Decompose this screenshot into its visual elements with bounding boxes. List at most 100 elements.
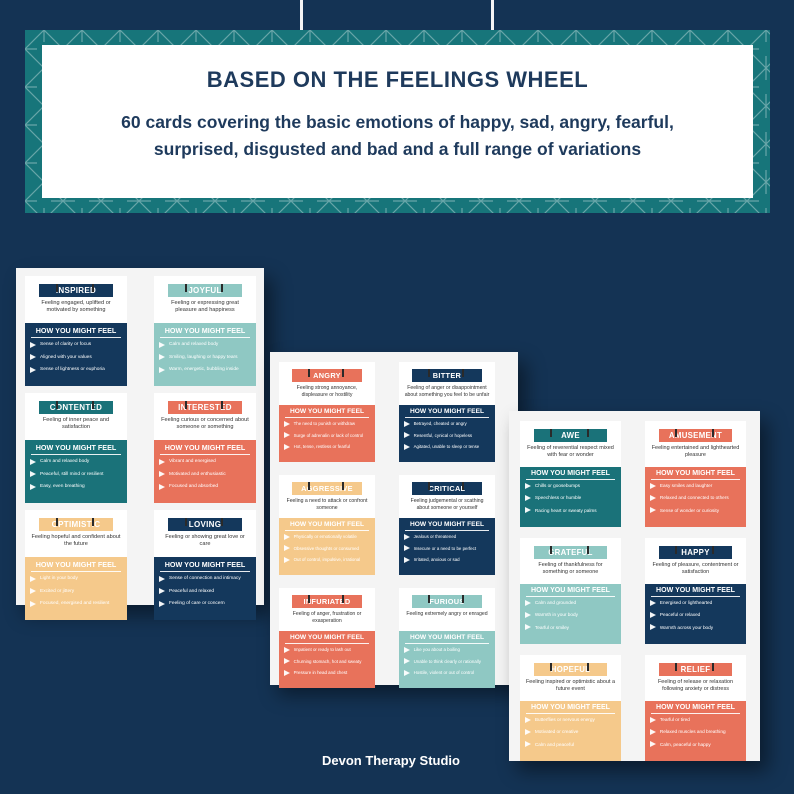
feeling-text: Surge of adrenalin or lack of control bbox=[293, 432, 364, 438]
feeling-item: Sense of clarity or focus bbox=[25, 338, 127, 351]
feeling-item: Pressure in head and chest bbox=[279, 667, 375, 679]
feeling-item: The need to punish or withdraw bbox=[279, 418, 375, 430]
feeling-text: Irritated, anxious or sad bbox=[413, 557, 460, 562]
feeling-text: Calm and grounded bbox=[534, 600, 577, 606]
how-you-might-feel-heading: HOW YOU MIGHT FEEL bbox=[399, 631, 495, 644]
emotion-title: AWE bbox=[534, 428, 607, 442]
arrow-icon bbox=[30, 588, 36, 595]
how-you-might-feel-heading: HOW YOU MIGHT FEEL bbox=[25, 440, 127, 455]
arrow-icon bbox=[283, 545, 290, 551]
tag-hanger bbox=[55, 518, 58, 526]
how-you-might-feel-heading: HOW YOU MIGHT FEEL bbox=[25, 557, 127, 572]
feeling-text: Calm and peaceful bbox=[534, 741, 574, 747]
feeling-item: Vibrant and energised bbox=[154, 455, 256, 468]
arrow-icon bbox=[524, 507, 531, 514]
emotion-title: AMUSEMENT bbox=[659, 428, 732, 442]
how-you-might-feel-heading: HOW YOU MIGHT FEEL bbox=[399, 405, 495, 418]
arrow-icon bbox=[524, 716, 531, 723]
arrow-icon bbox=[649, 611, 656, 618]
emotion-title: ANGRY bbox=[292, 369, 362, 383]
feeling-item: Light in your body bbox=[25, 572, 127, 585]
tag-hanger bbox=[92, 401, 95, 409]
banner-title: BASED ON THE FEELINGS WHEEL bbox=[206, 67, 589, 92]
emotion-description: Feeling curious or concerned about someo… bbox=[161, 417, 249, 431]
emotion-description: Feeling entertained and lighthearted ple… bbox=[651, 444, 740, 458]
tag-hanger bbox=[307, 369, 310, 378]
feeling-text: Sense of wonder or curiosity bbox=[659, 507, 720, 513]
emotion-title: HAPPY bbox=[659, 545, 732, 559]
feeling-text: Warmth across your body bbox=[659, 624, 714, 630]
feeling-item: Out of control, impulsive, irrational bbox=[279, 554, 375, 566]
emotion-description: Feeling of anger, frustration or exasper… bbox=[292, 611, 362, 624]
arrow-icon bbox=[524, 494, 531, 501]
emotion-card-amusement: AMUSEMENT Feeling entertained and lighthe… bbox=[645, 421, 746, 527]
feeling-item: Unable to think clearly or rationally bbox=[399, 655, 495, 667]
tag-hanger bbox=[55, 284, 58, 292]
arrow-icon bbox=[283, 556, 290, 563]
feeling-text: Smiling, laughing or happy tears bbox=[169, 354, 238, 360]
arrow-icon bbox=[30, 458, 36, 465]
emotion-title: RELIEF bbox=[659, 662, 732, 676]
how-you-might-feel-heading: HOW YOU MIGHT FEEL bbox=[520, 584, 621, 597]
feeling-item: Focused and absorbed bbox=[154, 480, 256, 493]
feeling-text: Excited or jittery bbox=[40, 588, 75, 594]
feeling-item: Racing heart or sweaty palms bbox=[520, 504, 621, 516]
tag-hanger bbox=[586, 662, 589, 671]
arrow-icon bbox=[30, 341, 36, 348]
emotion-title: HOPEFUL bbox=[534, 662, 607, 676]
emotion-title: CRITICAL bbox=[412, 482, 482, 496]
arrow-icon bbox=[649, 494, 656, 501]
how-you-might-feel-heading: HOW YOU MIGHT FEEL bbox=[154, 557, 256, 572]
feeling-item: Irritated, anxious or sad bbox=[399, 554, 495, 566]
feeling-text: Calm, peaceful or happy bbox=[659, 741, 711, 747]
emotion-description: Feeling of pleasure, contentment or sati… bbox=[652, 561, 739, 575]
arrow-icon bbox=[159, 354, 165, 361]
feeling-text: Resentful, cynical or hopeless bbox=[413, 432, 473, 438]
emotion-title: OPTIMISTIC bbox=[39, 518, 113, 531]
tag-hanger bbox=[307, 595, 310, 604]
feeling-item: Peaceful and relaxed bbox=[154, 585, 256, 598]
tag-hanger bbox=[221, 284, 224, 292]
feeling-text: Chills or goosebumps bbox=[534, 483, 580, 489]
feeling-text: Hot, tense, restless or fearful bbox=[293, 444, 350, 449]
arrow-icon bbox=[30, 483, 36, 490]
feeling-item: Tearful or tired bbox=[645, 714, 746, 726]
feeling-item: Surge of adrenalin or lack of control bbox=[279, 429, 375, 441]
arrow-icon bbox=[283, 432, 290, 438]
emotion-title: INTERESTED bbox=[168, 401, 242, 414]
feeling-text: Out of control, impulsive, irrational bbox=[293, 557, 361, 562]
feeling-text: Warmth in your body bbox=[534, 612, 578, 618]
emotion-description: Feeling engaged, uplifted or motivated b… bbox=[41, 300, 111, 314]
how-you-might-feel-heading: HOW YOU MIGHT FEEL bbox=[154, 440, 256, 455]
arrow-icon bbox=[159, 341, 165, 348]
arrow-icon bbox=[159, 600, 165, 607]
feeling-text: Obsessive thoughts or consumed bbox=[293, 545, 359, 551]
emotion-description: Feeling a need to attack or confront som… bbox=[286, 498, 368, 511]
emotion-title: JOYFUL bbox=[168, 284, 242, 297]
card-header: AMUSEMENT Feeling entertained and lighthe… bbox=[645, 428, 746, 475]
arrow-icon bbox=[524, 624, 531, 631]
arrow-icon bbox=[283, 658, 290, 664]
arrow-icon bbox=[30, 366, 36, 373]
hanging-string-right bbox=[491, 0, 494, 42]
arrow-icon bbox=[30, 600, 36, 607]
tag-hanger bbox=[550, 545, 553, 554]
feeling-text: Betrayed, cheated or angry bbox=[413, 421, 467, 426]
feeling-text: Sense of lightness or euphoria bbox=[40, 367, 105, 373]
arrow-icon bbox=[649, 599, 656, 606]
arrow-icon bbox=[649, 507, 656, 514]
how-you-might-feel-heading: HOW YOU MIGHT FEEL bbox=[645, 584, 746, 597]
